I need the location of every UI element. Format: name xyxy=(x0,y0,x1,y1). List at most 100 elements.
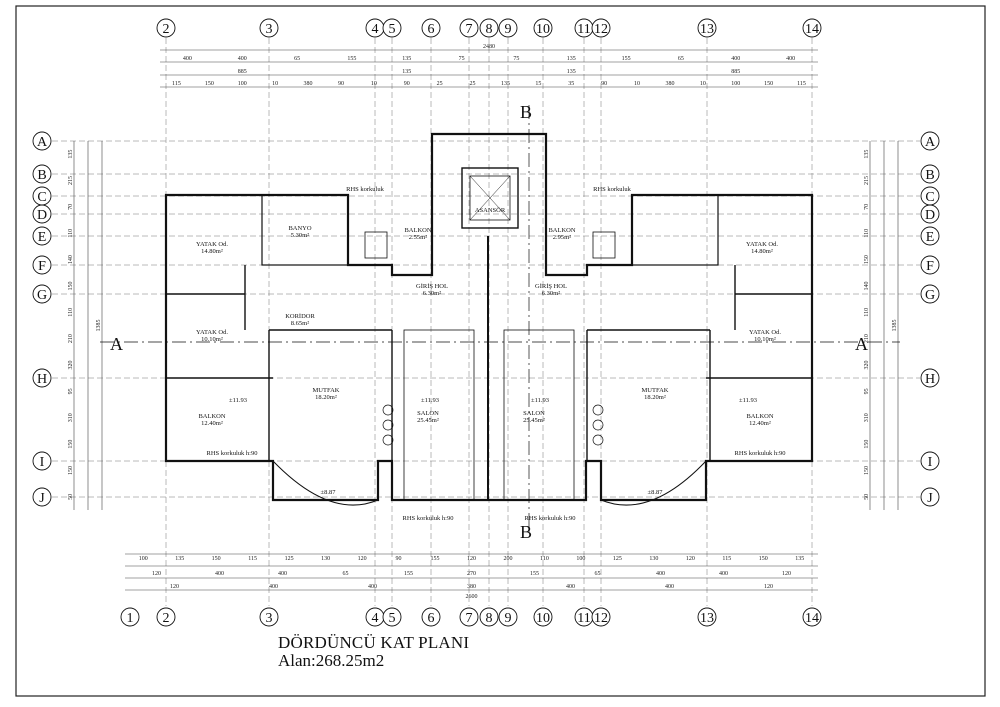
grid-bubble-column-6: 6 xyxy=(421,18,441,38)
grid-bubble-row-G: G xyxy=(32,284,52,304)
dim-right: 150 xyxy=(864,255,870,264)
dim-bottom: 130 xyxy=(321,556,330,562)
grid-bubble-row-A: A xyxy=(920,131,940,151)
svg-text:11: 11 xyxy=(577,22,590,37)
svg-text:A: A xyxy=(37,135,48,150)
grid-bubble-column-14: 14 xyxy=(802,607,822,627)
dim-top: 15 xyxy=(535,81,541,87)
dim-bottom: 125 xyxy=(285,556,294,562)
grid-bubble-row-D: D xyxy=(32,204,52,224)
dim-top: 10 xyxy=(700,81,706,87)
dim-top: 100 xyxy=(238,81,247,87)
grid-bubble-row-I: I xyxy=(920,451,940,471)
dim-right: 70 xyxy=(864,204,870,210)
dim-top: 10 xyxy=(371,81,377,87)
grid-bubble-column-4: 4 xyxy=(365,607,385,627)
grid-bubble-row-D: D xyxy=(920,204,940,224)
dim-top: 135 xyxy=(567,69,576,75)
dim-bottom: 155 xyxy=(530,571,539,577)
grid-bubble-row-F: F xyxy=(32,255,52,275)
grid-bubble-row-F: F xyxy=(920,255,940,275)
svg-text:3: 3 xyxy=(266,611,273,626)
dim-bottom: 155 xyxy=(431,556,440,562)
railing-note: RHS korkuluk h:90 xyxy=(525,515,576,522)
railing-note: RHS korkuluk xyxy=(593,186,631,193)
room-label: GİRİŞ HOL xyxy=(416,283,448,290)
level-mark: ±11.93 xyxy=(739,397,757,404)
grid-bubble-column-11: 11 xyxy=(574,18,594,38)
section-b-bottom: B xyxy=(520,522,532,542)
room-area: 8.65m² xyxy=(291,320,309,327)
svg-text:5: 5 xyxy=(389,611,396,626)
dim-left: 210 xyxy=(68,334,74,343)
dim-bottom: 120 xyxy=(782,571,791,577)
room-area: 10.10m² xyxy=(201,336,223,343)
svg-text:4: 4 xyxy=(372,22,379,37)
grid-bubble-column-13: 13 xyxy=(697,18,717,38)
grid-bubble-column-12: 12 xyxy=(591,607,611,627)
section-a-left: A xyxy=(110,334,123,354)
room-label: YATAK Od. xyxy=(749,329,781,336)
room-area: 2.95m² xyxy=(553,234,571,241)
dim-bottom: 135 xyxy=(795,556,804,562)
grid-bubble-row-B: B xyxy=(920,164,940,184)
dim-top-total: 2480 xyxy=(483,44,495,50)
railing-note: RHS korkuluk h:90 xyxy=(403,515,454,522)
svg-text:J: J xyxy=(39,491,45,506)
svg-text:J: J xyxy=(927,491,933,506)
dim-top: 885 xyxy=(731,69,740,75)
dim-right: 50 xyxy=(864,494,870,500)
svg-text:2: 2 xyxy=(163,611,170,626)
dim-bottom: 120 xyxy=(467,556,476,562)
dim-top: 885 xyxy=(238,69,247,75)
dim-left: 215 xyxy=(68,176,74,185)
dim-bottom: 125 xyxy=(613,556,622,562)
room-label: YATAK Od. xyxy=(196,329,228,336)
grid-bubble-row-E: E xyxy=(32,226,52,246)
grid-bubble-column-7: 7 xyxy=(459,18,479,38)
dim-top: 135 xyxy=(567,56,576,62)
dim-top: 65 xyxy=(678,56,684,62)
dim-left: 320 xyxy=(68,361,74,370)
svg-text:B: B xyxy=(37,168,46,183)
dim-top: 150 xyxy=(205,81,214,87)
dim-left: 150 xyxy=(68,440,74,449)
svg-text:2: 2 xyxy=(163,22,170,37)
grid-bubble-row-I: I xyxy=(32,451,52,471)
dim-bottom: 115 xyxy=(722,556,731,562)
dim-top: 25 xyxy=(470,81,476,87)
room-area: 10.10m² xyxy=(754,336,776,343)
svg-text:9: 9 xyxy=(505,22,512,37)
dim-right: 320 xyxy=(864,361,870,370)
svg-text:10: 10 xyxy=(536,611,550,626)
svg-text:F: F xyxy=(38,259,46,274)
dim-bottom: 400 xyxy=(215,571,224,577)
grid-bubble-row-B: B xyxy=(32,164,52,184)
grid-bubble-column-7: 7 xyxy=(459,607,479,627)
grid-bubble-row-H: H xyxy=(920,368,940,388)
grid-bubble-column-2: 2 xyxy=(156,18,176,38)
svg-text:I: I xyxy=(928,455,933,470)
svg-text:9: 9 xyxy=(505,611,512,626)
dim-top: 10 xyxy=(272,81,278,87)
room-label: ASANSÖR xyxy=(475,207,506,214)
dim-bottom: 270 xyxy=(467,571,476,577)
dim-bottom: 150 xyxy=(759,556,768,562)
room-label: SALON xyxy=(523,410,545,417)
room-area: 18.20m² xyxy=(644,394,666,401)
dim-bottom: 400 xyxy=(656,571,665,577)
level-mark: ±8.87 xyxy=(321,489,337,496)
dim-top: 400 xyxy=(238,56,247,62)
svg-text:11: 11 xyxy=(577,611,590,626)
dim-bottom: 400 xyxy=(719,571,728,577)
grid-bubble-column-3: 3 xyxy=(259,607,279,627)
dim-top: 10 xyxy=(634,81,640,87)
svg-text:12: 12 xyxy=(594,22,608,37)
svg-text:C: C xyxy=(37,190,46,205)
svg-text:D: D xyxy=(37,208,47,223)
dim-bottom: 90 xyxy=(396,556,402,562)
dim-left: 140 xyxy=(68,255,74,264)
svg-text:I: I xyxy=(40,455,45,470)
room-area: 12.40m² xyxy=(201,420,223,427)
